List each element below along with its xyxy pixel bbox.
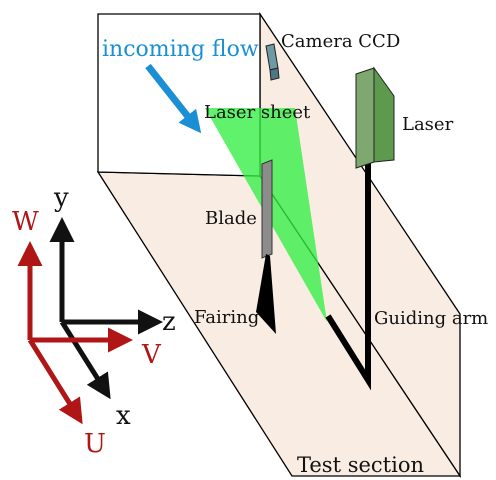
test-section-box [96, 11, 462, 479]
blade-label: Blade [205, 208, 257, 229]
camera-ccd [265, 43, 280, 81]
red-axes [17, 241, 133, 425]
x-axis-label: x [116, 401, 131, 431]
black-axes [49, 217, 163, 400]
w-axis-label: W [12, 207, 39, 237]
u-axis-arrow [27, 338, 83, 425]
incoming-flow-label: incoming flow [102, 37, 259, 62]
y-axis-label: y [53, 183, 69, 213]
incoming-flow-arrow [145, 63, 202, 134]
fairing-label: Fairing [194, 307, 259, 328]
x-axis-arrow [59, 320, 111, 400]
guiding-arm-label: Guiding arm [374, 308, 488, 329]
fairing [256, 254, 276, 334]
camera-label: Camera CCD [281, 31, 400, 52]
test-section-label: Test section [297, 453, 424, 477]
laser-sheet-label: Laser sheet [204, 102, 311, 123]
blade [261, 159, 273, 259]
v-axis-label: V [141, 340, 162, 370]
laser-device [355, 66, 395, 169]
z-axis-label: z [162, 307, 176, 337]
laser-label: Laser [402, 114, 454, 135]
u-axis-label: U [84, 429, 106, 459]
guiding-arm [325, 132, 371, 391]
